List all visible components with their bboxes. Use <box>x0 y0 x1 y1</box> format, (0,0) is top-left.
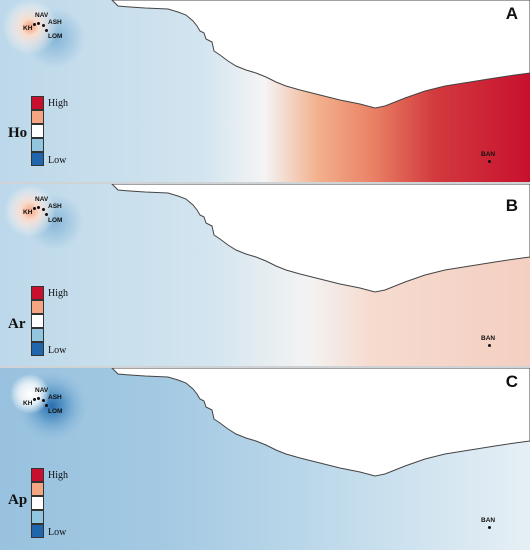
site-label-lom: LOM <box>48 217 63 224</box>
legend-high-label: High <box>48 288 68 299</box>
panel-divider <box>0 182 530 184</box>
panel-letter: A <box>505 4 518 23</box>
variable-label: Ho <box>8 125 28 141</box>
site-marker <box>33 207 36 210</box>
site-label-nav: NAV <box>35 196 49 203</box>
legend-low-label: Low <box>48 345 67 356</box>
site-label-kh: KH <box>23 209 33 216</box>
site-label-kh: KH <box>23 400 33 407</box>
legend-swatch-high <box>31 468 44 482</box>
legend-swatch <box>31 110 44 124</box>
site-label-lom: LOM <box>48 408 63 415</box>
site-marker <box>488 344 491 347</box>
site-label-ban: BAN <box>481 151 496 158</box>
legend-low-label: Low <box>48 527 67 538</box>
panel-b: B KH NAV ASH LOM BAN High Low Ar <box>0 184 530 366</box>
site-marker <box>45 29 48 32</box>
site-marker <box>488 160 491 163</box>
legend-swatch <box>31 124 44 138</box>
site-marker <box>37 22 40 25</box>
map-c <box>0 368 530 550</box>
site-marker <box>45 213 48 216</box>
site-label-ash: ASH <box>48 203 62 210</box>
legend-low-label: Low <box>48 155 67 166</box>
legend-high-label: High <box>48 470 68 481</box>
site-marker <box>488 526 491 529</box>
site-marker <box>42 208 45 211</box>
site-label-kh: KH <box>23 25 33 32</box>
site-marker <box>37 397 40 400</box>
site-label-nav: NAV <box>35 12 49 19</box>
site-label-ash: ASH <box>48 394 62 401</box>
variable-label: Ap <box>8 492 28 508</box>
map-b <box>0 184 530 366</box>
legend-swatch <box>31 482 44 496</box>
legend-swatch-low <box>31 524 44 538</box>
site-marker <box>42 399 45 402</box>
legend-high-label: High <box>48 98 68 109</box>
site-label-ban: BAN <box>481 517 496 524</box>
site-marker <box>45 404 48 407</box>
legend-swatch <box>31 328 44 342</box>
site-label-nav: NAV <box>35 387 49 394</box>
legend-swatch-low <box>31 342 44 356</box>
legend-swatch <box>31 300 44 314</box>
legend-swatch <box>31 138 44 152</box>
legend-swatch-high <box>31 96 44 110</box>
legend-swatch <box>31 510 44 524</box>
legend-swatch-high <box>31 286 44 300</box>
site-label-ban: BAN <box>481 335 496 342</box>
site-label-lom: LOM <box>48 33 63 40</box>
site-marker <box>33 23 36 26</box>
site-label-ash: ASH <box>48 19 62 26</box>
legend-swatch-low <box>31 152 44 166</box>
site-marker <box>33 398 36 401</box>
site-marker <box>42 24 45 27</box>
panel-divider <box>0 366 530 368</box>
legend-swatch <box>31 314 44 328</box>
panel-letter: B <box>505 196 518 215</box>
panel-c: C KH NAV ASH LOM BAN High Low Ap <box>0 368 530 550</box>
site-marker <box>37 206 40 209</box>
variable-label: Ar <box>8 316 26 332</box>
legend-swatch <box>31 496 44 510</box>
panel-letter: C <box>505 372 518 391</box>
map-a <box>0 0 530 182</box>
panel-a: A KH NAV ASH LOM BAN High Low Ho <box>0 0 530 182</box>
